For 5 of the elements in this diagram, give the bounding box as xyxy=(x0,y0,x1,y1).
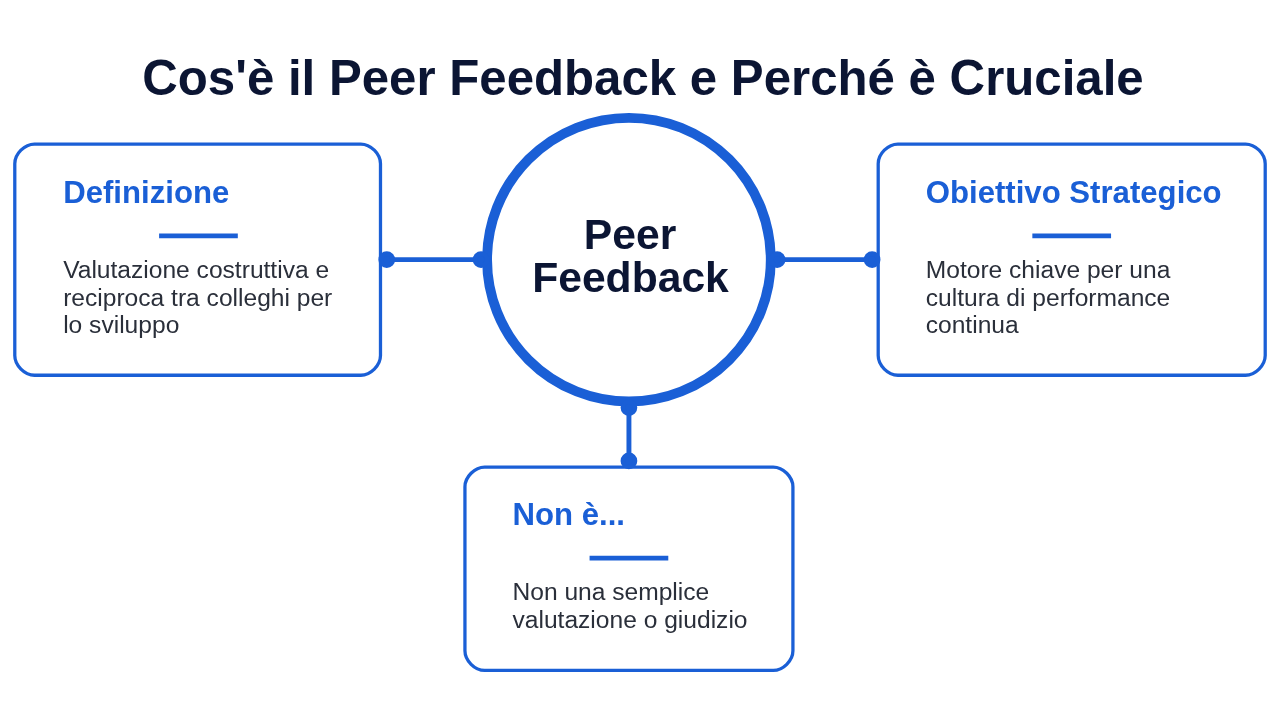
node-box: Definizione Valutazione costruttiva e reciproca tra colleghi per lo sviluppo xyxy=(13,141,383,377)
node-circle: Peer Feedback xyxy=(482,112,776,406)
node-box: Non è... Non una semplice valutazione o giudizio xyxy=(463,464,795,672)
node-box: Obiettivo Strategico Motore chiave per una cultura di performance continua xyxy=(876,141,1267,377)
diagram-title: Cos'è il Peer Feedback e Perché è Cruciale xyxy=(142,49,1144,105)
